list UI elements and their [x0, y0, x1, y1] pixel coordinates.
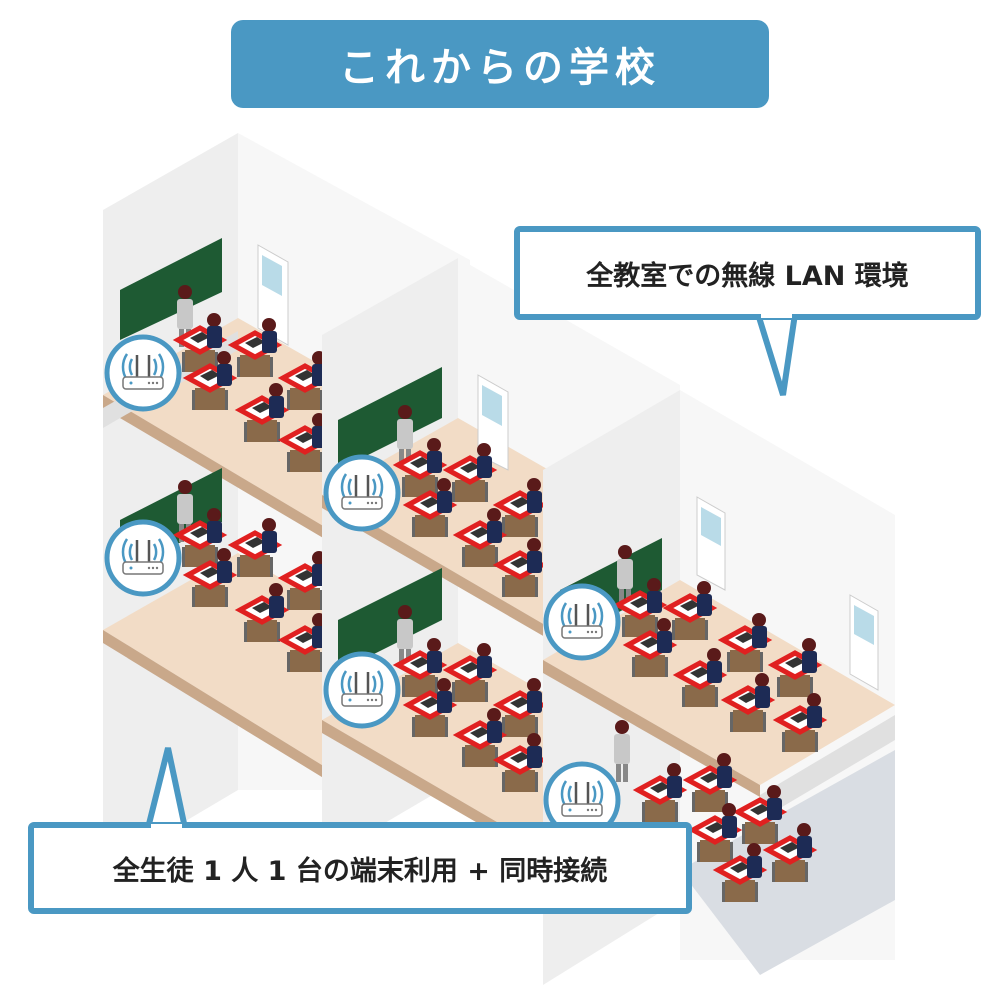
blackboard	[338, 367, 442, 470]
callout-wireless-lan-text: 全教室での無線 LAN 環境	[586, 260, 909, 292]
wifi-router-icon	[107, 337, 179, 409]
wifi-router-icon	[107, 522, 179, 594]
callout-seam	[151, 824, 182, 834]
callout-seam	[761, 308, 792, 318]
wifi-router-icon	[326, 654, 398, 726]
callout-pointer-top	[753, 311, 799, 396]
wifi-router-icon	[546, 586, 618, 658]
callout-student-devices-text: 全生徒 1 人 1 台の端末利用 + 同時接続	[112, 855, 608, 887]
callout-wireless-lan: 全教室での無線 LAN 環境	[514, 226, 981, 320]
callout-student-devices: 全生徒 1 人 1 台の端末利用 + 同時接続	[28, 822, 692, 914]
title-banner: これからの学校	[231, 20, 769, 108]
page-title: これからの学校	[339, 45, 661, 91]
blackboard	[338, 568, 442, 672]
blackboard	[120, 238, 222, 340]
wifi-router-icon	[326, 457, 398, 529]
